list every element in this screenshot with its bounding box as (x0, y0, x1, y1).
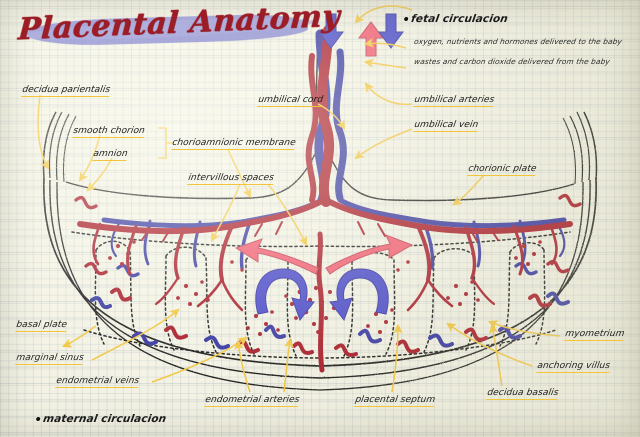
leader-umbilical-arteries (364, 82, 413, 106)
legend-fetal-line-2: wastes and carbon dioxide delivered from… (413, 57, 611, 66)
label-decidua-parientalis: decidua parientalis (21, 85, 111, 98)
label-decidua-basalis: decidua basalis (486, 388, 559, 401)
legend-fetal-circulation-heading: fetal circulacion (403, 13, 509, 26)
artery-network (74, 25, 582, 373)
legend-maternal-circulation-heading: maternal circulacion (35, 413, 167, 426)
bullet-icon (403, 17, 409, 21)
label-marginal-sinus: marginal sinus (15, 353, 85, 366)
label-basal-plate: basal plate (15, 320, 68, 333)
page-title: Placental Anatomy (17, 0, 341, 62)
label-myometrium: myometrium (564, 329, 625, 342)
label-intervillous-spaces: intervillous spaces (187, 173, 275, 186)
leader-fetal-legend-c (363, 58, 407, 69)
leader-amnion (86, 157, 113, 192)
legend-fetal-line-1: oxygen, nutrients and hormones delivered… (413, 37, 623, 46)
leader-intervillous-spaces-a (210, 183, 241, 242)
leader-basal-plate (61, 325, 97, 348)
label-umbilical-arteries: umbilical arteries (413, 95, 495, 108)
maternal-blood-spread-left (234, 238, 319, 275)
label-umbilical-cord: umbilical cord (257, 95, 324, 108)
leader-placental-septum (391, 323, 403, 393)
label-smooth-chorion: smooth chorion (72, 126, 146, 139)
label-chorionic-plate: chorionic plate (467, 164, 537, 177)
label-amnion: amnion (92, 149, 128, 162)
title-text: Placental Anatomy (17, 0, 342, 48)
bullet-icon (35, 417, 41, 421)
leader-decidua-parientalis (37, 94, 50, 170)
label-endometrial-veins: endometrial veins (55, 376, 140, 389)
leader-umbilical-vein (354, 128, 413, 160)
label-endometrial-arteries: endometrial arteries (204, 395, 300, 408)
leader-endometrial-arteries-b (283, 337, 294, 393)
maternal-drain-right (329, 268, 389, 322)
leader-endometrial-veins (151, 336, 248, 383)
label-anchoring-villus: anchoring villus (536, 361, 611, 374)
maternal-blood-spread-right (325, 234, 414, 275)
label-placental-septum: placental septum (354, 395, 436, 408)
vein-network (90, 29, 570, 350)
maternal-drain-left (255, 268, 315, 322)
label-umbilical-vein: umbilical vein (413, 120, 479, 133)
umbilical-vein-outflow (358, 21, 384, 57)
maternal-blood-stipple (108, 240, 542, 336)
label-chorioamnionic-membrane: chorioamnionic membrane (171, 138, 296, 151)
